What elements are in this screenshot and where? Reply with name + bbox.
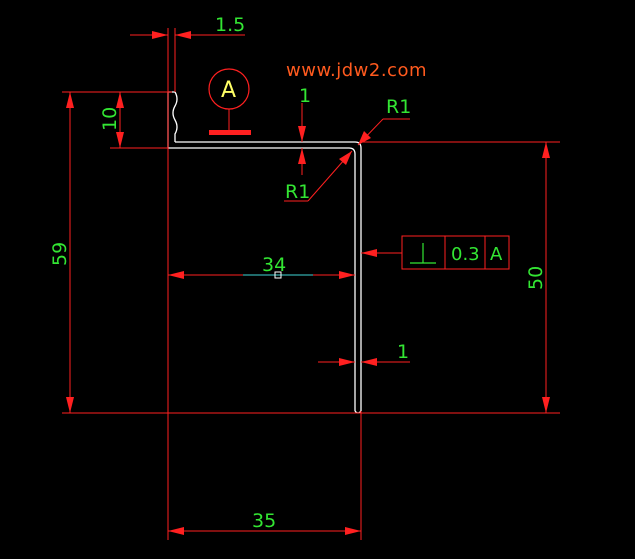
center-mark-box	[274, 271, 282, 279]
dimension-overall-height: 59	[49, 92, 74, 413]
watermark-text: www.jdw2.com	[286, 60, 427, 81]
dimension-overall-width: 35	[168, 510, 361, 535]
dim-top-wall-thickness-label: 1	[299, 85, 311, 107]
dimension-inner-width: 34	[168, 254, 355, 279]
dimension-top-thickness: 1.5	[130, 14, 245, 39]
part-outline	[167, 91, 362, 414]
dim-inner-width-label: 34	[262, 254, 286, 276]
tolerance-value: 0.3	[451, 244, 480, 265]
datum-a-symbol: A	[208, 68, 251, 135]
extension-lines	[62, 28, 560, 540]
dimension-inner-radius: R1	[284, 150, 353, 203]
datum-base	[209, 130, 251, 135]
tolerance-datum: A	[490, 244, 503, 265]
dimension-vertical-wall-thickness: 1	[318, 341, 410, 366]
inner-corner-arc	[348, 147, 356, 155]
perpendicularity-icon	[410, 243, 436, 264]
dim-inner-radius-label: R1	[285, 181, 310, 203]
dimension-right-height: 50	[525, 142, 550, 413]
dim-left-height-label: 10	[99, 107, 121, 131]
left-lip-break-edge	[168, 91, 178, 142]
dim-vertical-wall-thickness-label: 1	[397, 341, 409, 363]
dim-top-thickness-label: 1.5	[215, 14, 245, 36]
geometric-tolerance-frame: 0.3 A	[361, 235, 510, 270]
dimension-left-height: 10	[99, 92, 124, 148]
dimension-outer-radius: R1	[357, 96, 411, 146]
dim-overall-width-label: 35	[252, 510, 276, 532]
dim-outer-radius-label: R1	[386, 96, 411, 118]
datum-letter: A	[221, 78, 236, 103]
dim-right-height-label: 50	[525, 266, 547, 290]
dim-overall-height-label: 59	[49, 242, 71, 266]
tolerance-frame-border	[401, 235, 510, 270]
dimension-top-wall-thickness: 1	[298, 85, 311, 175]
